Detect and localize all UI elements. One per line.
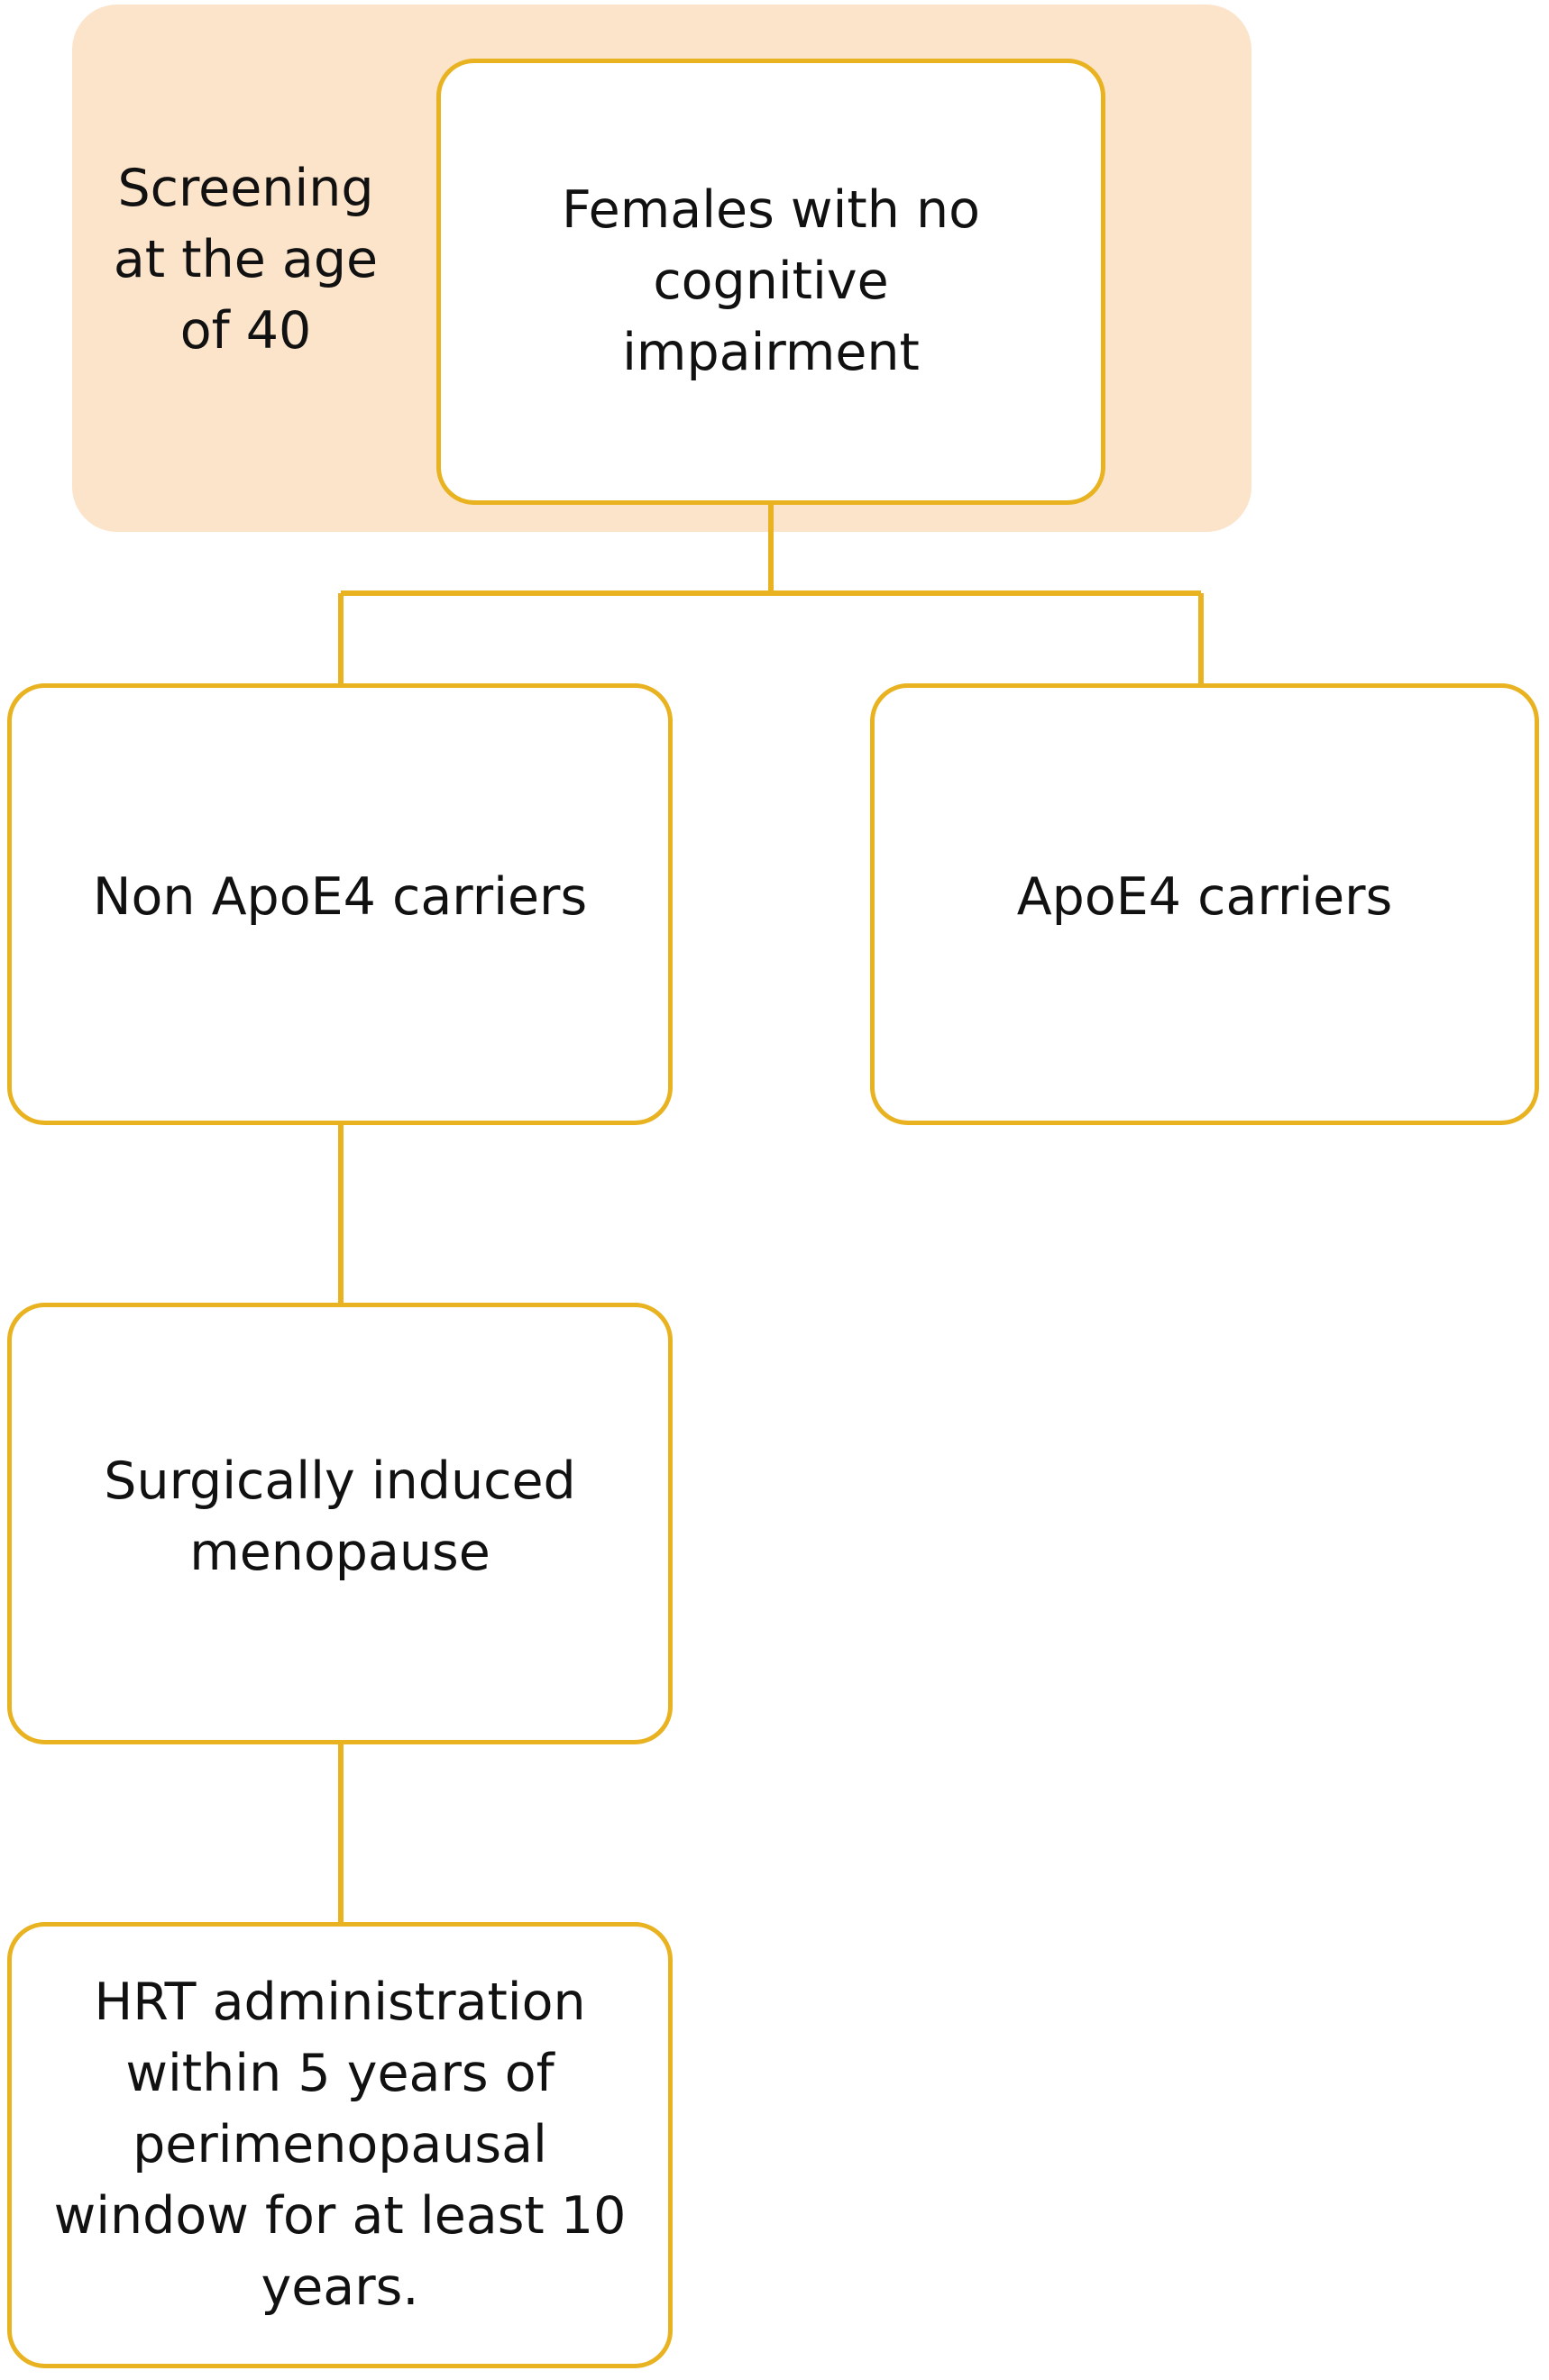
non-apoe4-text: Non ApoE4 carriers <box>92 867 588 927</box>
connector-group <box>338 502 1204 1922</box>
non-apoe4-box: Non ApoE4 carriers <box>7 683 673 1125</box>
surgical-text: Surgically induced menopause <box>104 1451 576 1582</box>
apoe4-box: ApoE4 carriers <box>870 683 1539 1125</box>
screening-label: Screening at the age of 40 <box>113 159 379 361</box>
root-text: Females with no cognitive impairment <box>562 180 980 382</box>
apoe4-text: ApoE4 carriers <box>1016 867 1393 927</box>
root-box: Females with no cognitive impairment <box>436 59 1105 505</box>
hrt-box: HRT administration within 5 years of per… <box>7 1922 673 2368</box>
surgical-box: Surgically induced menopause <box>7 1303 673 1744</box>
hrt-text: HRT administration within 5 years of per… <box>53 1973 627 2317</box>
